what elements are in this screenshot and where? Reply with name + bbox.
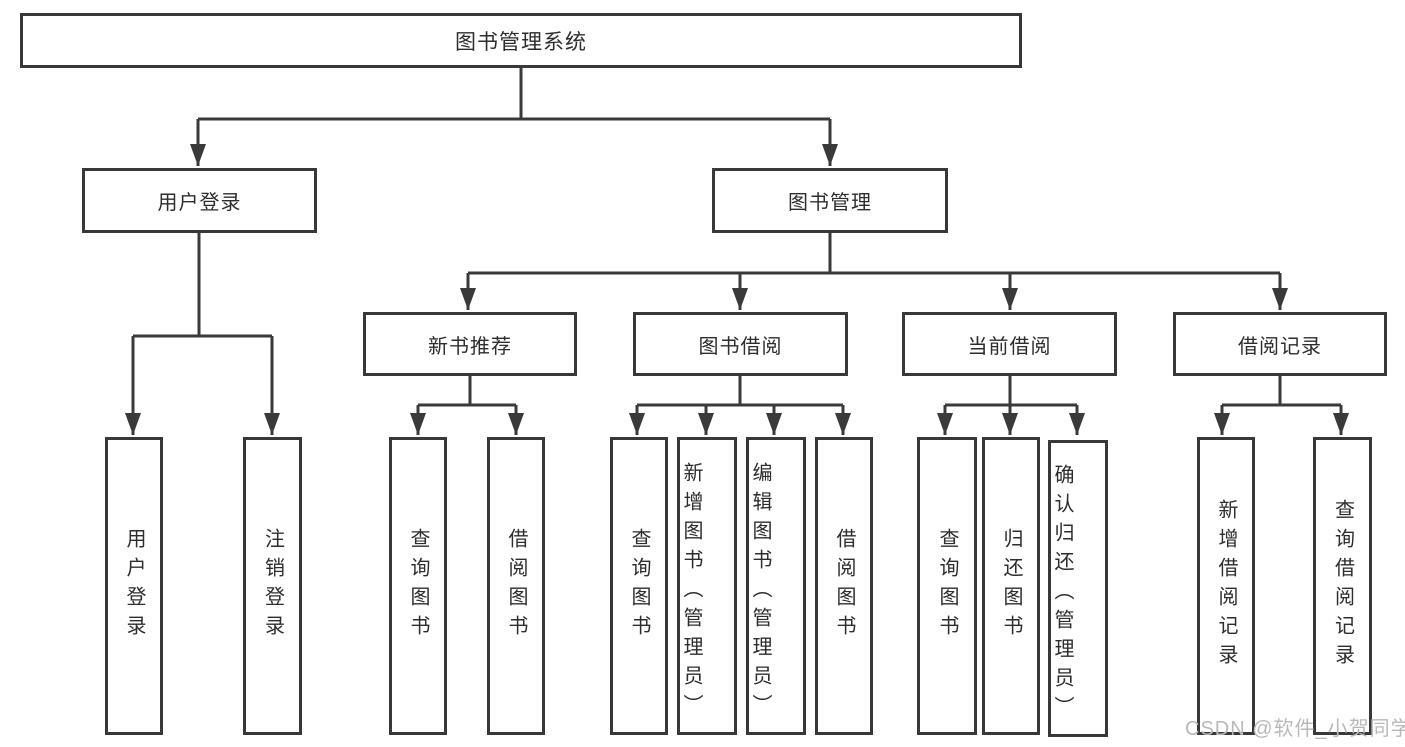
node-label: 新增图书（管理员） [680,461,702,723]
node-label: 新书推荐 [428,335,512,358]
node-borrowing-records: 借阅记录 [1173,312,1387,376]
node-new-book-recommendation: 新书推荐 [363,312,577,376]
leaf-query-borrow-record: 查询借阅记录 [1313,437,1372,735]
node-label: 用户登录 [123,528,145,644]
leaf-query-books-recommend: 查询图书 [389,437,447,735]
node-label: 查询图书 [407,528,429,644]
node-user-login: 用户登录 [82,168,317,233]
node-label: 编辑图书（管理员） [749,461,771,723]
leaf-add-borrow-record: 新增借阅记录 [1197,437,1255,735]
node-label: 图书借阅 [698,335,783,358]
node-current-borrowing: 当前借阅 [902,312,1117,376]
node-library-management-system: 图书管理系统 [20,13,1022,68]
node-label: 查询图书 [628,528,650,644]
leaf-user-login: 用户登录 [105,437,163,735]
leaf-confirm-return-admin: 确认归还（管理员） [1048,440,1108,737]
node-label: 注销登录 [261,528,284,644]
leaf-logout: 注销登录 [243,437,302,735]
node-label: 确认归还（管理员） [1051,464,1073,725]
node-label: 新增借阅记录 [1215,499,1237,673]
leaf-borrow-books-borrowing: 借阅图书 [815,437,873,735]
node-label: 用户登录 [157,192,242,214]
node-label: 图书管理系统 [455,30,587,54]
leaf-borrow-books-recommend: 借阅图书 [487,437,545,735]
node-label: 当前借阅 [967,335,1052,358]
node-label: 查询借阅记录 [1331,499,1354,673]
node-book-borrowing: 图书借阅 [633,312,848,376]
node-label: 借阅图书 [505,528,527,644]
node-label: 借阅记录 [1238,335,1322,358]
node-book-management: 图书管理 [712,168,948,233]
leaf-edit-book-admin: 编辑图书（管理员） [746,437,806,735]
leaf-query-books-current: 查询图书 [917,437,977,735]
csdn-watermark: CSDN @软件_小贺同学 [1185,718,1405,740]
node-label: 查询图书 [936,528,958,644]
node-label: 借阅图书 [833,528,855,644]
node-label: 归还图书 [1000,528,1022,644]
node-label: 图书管理 [788,192,872,214]
leaf-return-books: 归还图书 [982,437,1040,735]
leaf-query-books-borrowing: 查询图书 [610,437,668,735]
leaf-add-book-admin: 新增图书（管理员） [677,437,737,735]
